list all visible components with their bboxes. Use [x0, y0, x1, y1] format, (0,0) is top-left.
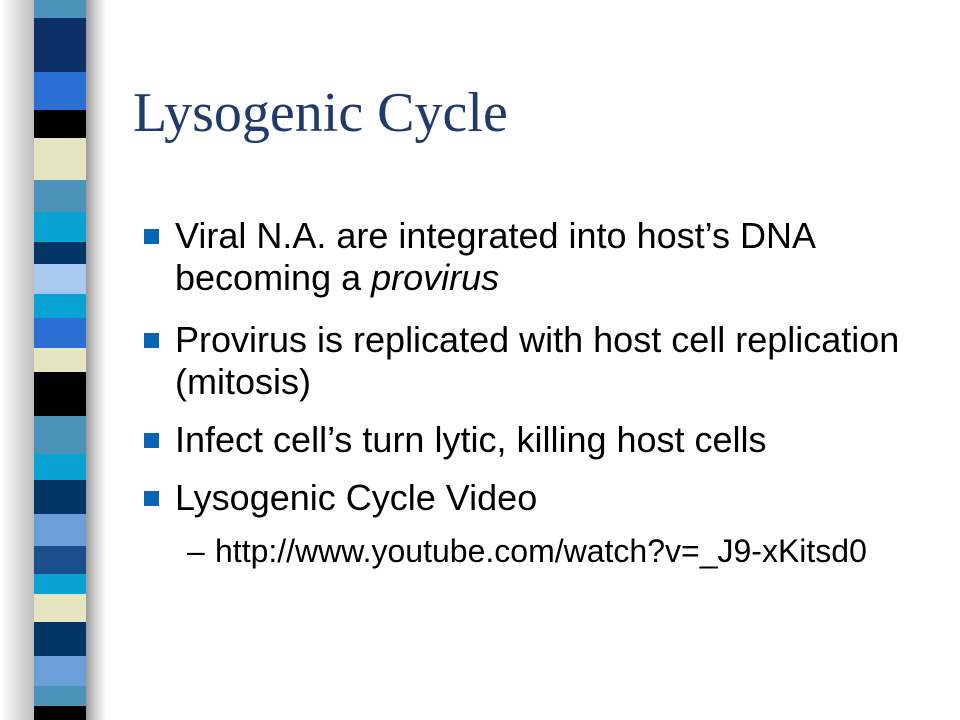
stripe-block [34, 574, 86, 594]
stripe-block [34, 294, 86, 318]
stripe-block [34, 480, 86, 514]
bullet-marker [144, 491, 159, 506]
stripe-block [34, 212, 86, 242]
stripe-block [34, 180, 86, 212]
slide-title: Lysogenic Cycle [133, 82, 508, 144]
bullet-item-2: Provirus is replicated with host cell re… [175, 319, 900, 402]
stripe-block [34, 348, 86, 372]
stripe-block [34, 42, 86, 72]
bullet-marker [144, 333, 159, 348]
stripe-block [34, 416, 86, 454]
stripe-block [34, 110, 86, 138]
sub-bullet-link[interactable]: http://www.youtube.com/watch?v=_J9-xKits… [215, 533, 867, 569]
bullet-marker [144, 433, 159, 448]
stripe-block [34, 372, 86, 416]
bullet-item-3: Infect cell’s turn lytic, killing host c… [175, 419, 767, 460]
bullet-item-1-text: Viral N.A. are integrated into host’s DN… [175, 215, 814, 298]
stripe-block [34, 686, 86, 706]
bullet-item-4: Lysogenic Cycle Video [175, 477, 538, 518]
stripe-block [34, 514, 86, 546]
stripe-block [34, 706, 86, 720]
stripe-block [34, 622, 86, 656]
stripe-block [34, 138, 86, 180]
stripe-block [34, 18, 86, 42]
stripe-block [34, 242, 86, 264]
stripe-block [34, 0, 86, 18]
stripe-block [34, 656, 86, 686]
stripe-block [34, 318, 86, 348]
sub-bullet-dash: – [187, 533, 205, 569]
stripe-block [34, 546, 86, 574]
stripe-shadow [86, 0, 106, 720]
stripe-block [34, 454, 86, 480]
stripe-block [34, 264, 86, 294]
stripe-blocks [34, 0, 86, 720]
bullet-marker [144, 229, 159, 244]
stripe-shade [0, 0, 34, 720]
stripe-block [34, 594, 86, 622]
stripe-block [34, 72, 86, 110]
decorative-stripe [0, 0, 106, 720]
bullet-item-1: Viral N.A. are integrated into host’s DN… [175, 215, 945, 299]
bullet-item-1-italic: provirus [371, 257, 500, 298]
